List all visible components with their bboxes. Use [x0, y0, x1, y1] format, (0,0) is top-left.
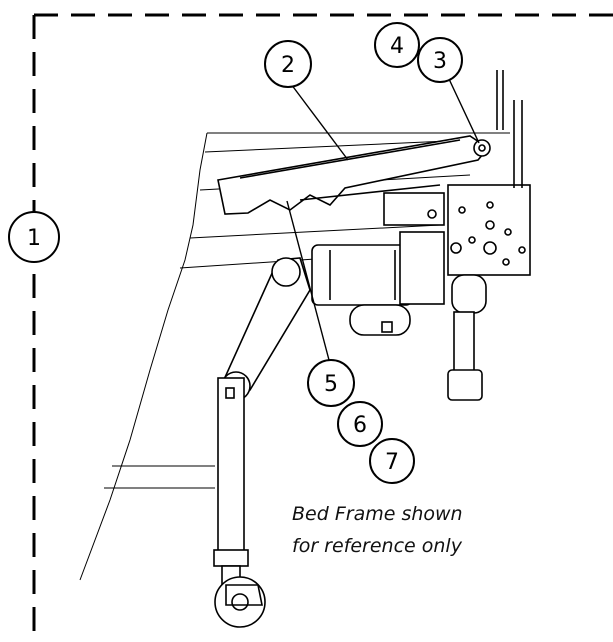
callout-1: 1 [9, 212, 59, 262]
callout-3: 3 [418, 38, 462, 82]
callout-2: 2 [265, 41, 311, 87]
callout-2-label: 2 [281, 53, 295, 78]
callout-3-label: 3 [433, 49, 447, 74]
callout-7-label: 7 [385, 450, 399, 475]
callout-5: 5 [308, 360, 354, 406]
reference-note-line-1: Bed Frame shown [292, 498, 463, 530]
support-leg [448, 275, 486, 400]
callout-4: 4 [375, 23, 419, 67]
callout-1-label: 1 [27, 226, 41, 251]
callout-5-label: 5 [324, 372, 338, 397]
caster-leg [214, 378, 265, 627]
reference-note-line-2: for reference only [292, 530, 463, 562]
callout-6-label: 6 [353, 413, 367, 438]
callout-6: 6 [338, 402, 382, 446]
callout-7: 7 [370, 439, 414, 483]
motor-housing [312, 232, 444, 335]
reference-note: Bed Frame shown for reference only [292, 498, 463, 562]
callout-4-label: 4 [390, 34, 404, 59]
